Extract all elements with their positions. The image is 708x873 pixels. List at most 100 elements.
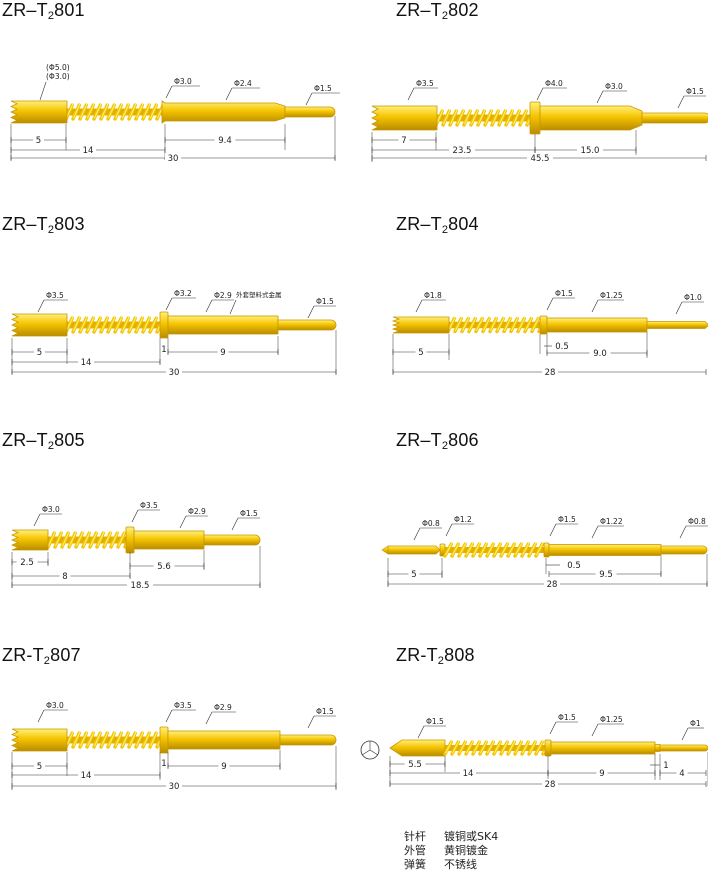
dim-808-e: 4 <box>679 769 684 779</box>
barrel-803 <box>167 315 279 335</box>
spring-coil-highlight <box>129 316 137 332</box>
plunger-803 <box>277 319 337 331</box>
diameter-label-802-d: Φ1.5 <box>686 87 704 96</box>
spring-coil-highlight <box>508 740 516 754</box>
spring-coil-highlight <box>122 103 130 119</box>
dimension-label-bg <box>78 357 94 366</box>
leader-line <box>205 299 213 313</box>
leader-line <box>131 509 139 523</box>
diameter-label-803-b: Φ3.2 <box>174 289 192 298</box>
dim-803-a: 5 <box>37 348 42 358</box>
diameter-label-806-b: Φ1.2 <box>454 515 472 524</box>
dim-808-b: 14 <box>463 769 474 779</box>
spring-coil-highlight <box>536 740 544 754</box>
plunger-802 <box>641 112 708 124</box>
spring-coil-highlight <box>136 316 144 332</box>
diameter-label-807-b: Φ3.5 <box>174 701 192 710</box>
spring-coil-highlight <box>469 317 477 331</box>
head-807 <box>11 728 68 752</box>
spring-coil-highlight <box>513 109 521 125</box>
dim-807-b: 14 <box>81 771 92 781</box>
spring-coil-highlight <box>55 531 63 547</box>
dim-807-d: 9 <box>221 762 226 772</box>
dimension-label-bg <box>153 561 175 570</box>
spring-coil-highlight <box>506 109 514 125</box>
dimension-label-bg <box>595 569 617 578</box>
diameter-label-801-e: Φ1.5 <box>314 84 332 93</box>
spring-coil-highlight <box>69 531 77 547</box>
title-802: ZR–T2802 <box>396 0 479 22</box>
diameter-label-802-a: Φ3.5 <box>416 79 434 88</box>
spring-coil-highlight <box>457 109 465 125</box>
spring-coil-highlight <box>150 316 158 332</box>
spring-801 <box>64 103 166 121</box>
diameter-label-803-c: Φ2.9 <box>214 291 232 300</box>
dim-803-e: 30 <box>169 368 180 378</box>
spring-coil-highlight <box>480 740 488 754</box>
dimension-label-bg <box>127 580 153 589</box>
title-801: ZR–T2801 <box>2 0 85 22</box>
dimension-label-bg <box>676 768 688 777</box>
diameter-label-808-a: Φ1.5 <box>426 717 444 726</box>
dim-805-b: 5.6 <box>157 562 171 572</box>
head-801 <box>10 100 68 124</box>
leader-line <box>591 299 599 313</box>
spring-coil-highlight <box>525 317 533 331</box>
dimension-label-bg <box>34 347 45 356</box>
plunger-805 <box>203 534 261 546</box>
head-803 <box>11 313 68 337</box>
spring-coil-highlight <box>143 731 151 747</box>
dim-806-c: 9.5 <box>599 570 613 580</box>
leader-line <box>37 299 45 313</box>
title-807: ZR-T2807 <box>2 645 81 667</box>
leader-line <box>417 725 425 739</box>
step-808 <box>654 744 661 752</box>
legend-material: 黄铜镀金 <box>444 844 488 857</box>
spring-coil-highlight <box>66 731 74 747</box>
spring-coil-highlight <box>483 317 491 331</box>
legend-row: 弹簧不锈线 <box>404 858 498 872</box>
leader-line <box>307 305 315 319</box>
spring-coil-highlight <box>511 317 519 331</box>
spring-coil-highlight <box>104 531 112 547</box>
legend-part: 弹簧 <box>404 858 426 871</box>
leader-line <box>546 297 554 311</box>
spring-coil-highlight <box>122 731 130 747</box>
leader-line <box>549 523 557 537</box>
spring-coil-highlight <box>445 740 453 754</box>
spring-coil-highlight <box>471 109 479 125</box>
spring-core <box>66 321 162 329</box>
leader-line <box>536 87 544 101</box>
dimension-label-bg <box>577 145 603 154</box>
legend-row: 外管黄铜镀金 <box>404 844 498 858</box>
legend-material: 镀铜或SK4 <box>444 830 499 843</box>
diameter-label-801-d: Φ2.4 <box>234 79 252 88</box>
dim-804-b: 0.5 <box>555 342 569 352</box>
spring-coil-highlight <box>499 109 507 125</box>
dim-802-c: 15.0 <box>581 146 600 156</box>
diameter-label-807-d: Φ1.5 <box>316 707 334 716</box>
end-view-line <box>361 749 371 756</box>
head-805 <box>10 529 49 551</box>
spring-806 <box>443 542 545 558</box>
title-804: ZR–T2804 <box>396 214 479 236</box>
diameter-label-806-a: Φ0.8 <box>422 519 440 528</box>
spring-coil-highlight <box>466 740 474 754</box>
spring-coil-highlight <box>150 103 158 119</box>
diameter-label-808-d: Φ1 <box>690 719 701 728</box>
dimension-label-bg <box>527 153 553 162</box>
dim-804-d: 28 <box>545 368 556 378</box>
spring-coil-highlight <box>129 103 137 119</box>
dimension-label-bg <box>398 135 410 144</box>
diameter-label-805-c: Φ2.9 <box>188 507 206 516</box>
collar-803 <box>159 311 169 339</box>
spring-coil-highlight <box>494 740 502 754</box>
leader-line <box>681 727 689 741</box>
leader-line <box>596 90 604 104</box>
spring-coil-highlight <box>143 103 151 119</box>
leader-line <box>445 523 453 537</box>
spring-coil-highlight <box>80 731 88 747</box>
collar-808 <box>544 739 552 757</box>
